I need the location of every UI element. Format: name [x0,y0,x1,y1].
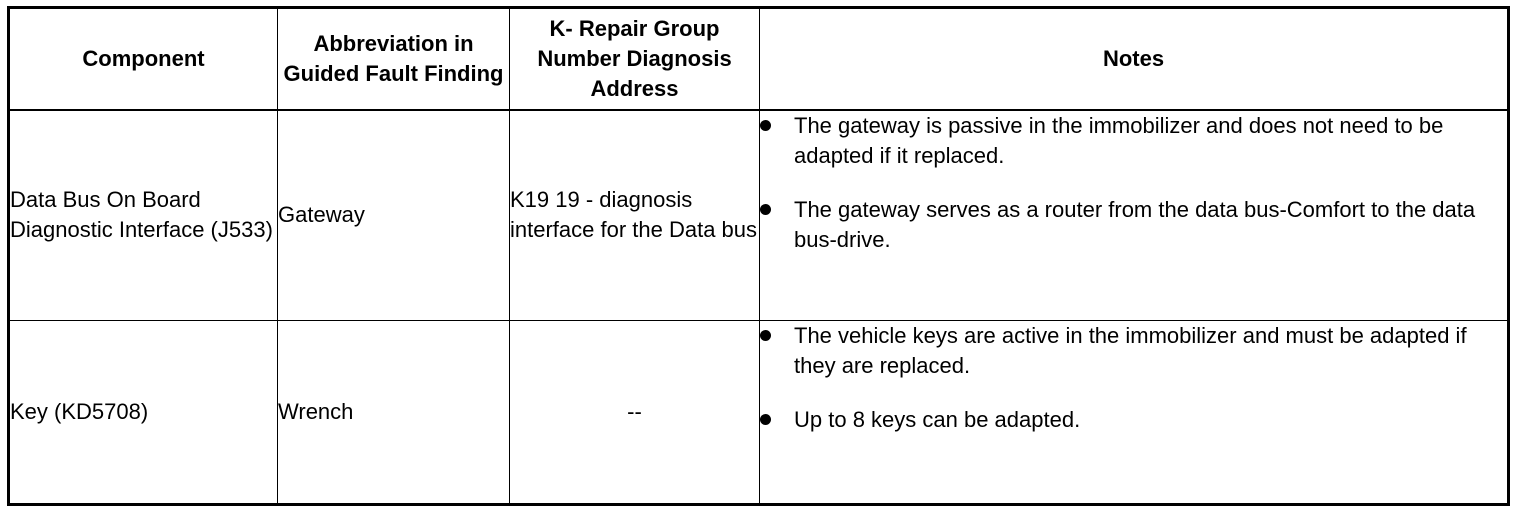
bullet-icon [760,203,771,215]
notes-list: The gateway is passive in the immobilize… [760,111,1507,255]
note-item: The vehicle keys are active in the immob… [760,321,1507,381]
cell-notes: The gateway is passive in the immobilize… [759,109,1509,321]
note-text: The gateway serves as a router from the … [794,196,1476,252]
note-item: The gateway is passive in the immobilize… [760,111,1507,171]
cell-repair-group: -- [509,320,760,505]
header-abbreviation: Abbreviation in Guided Fault Finding [277,7,510,111]
header-component: Component [8,7,278,111]
bullet-icon [760,119,771,131]
note-text: The gateway is passive in the immobilize… [794,112,1444,168]
notes-list: The vehicle keys are active in the immob… [760,321,1507,435]
cell-component: Key (KD5708) [8,320,278,505]
table-header-row: Component Abbreviation in Guided Fault F… [8,7,1509,111]
table-row: Data Bus On Board Diagnostic Interface (… [8,109,1509,321]
note-text: Up to 8 keys can be adapted. [794,407,1081,432]
cell-notes: The vehicle keys are active in the immob… [759,320,1509,505]
component-table: Component Abbreviation in Guided Fault F… [7,6,1510,506]
bullet-icon [760,414,771,425]
note-item: Up to 8 keys can be adapted. [760,405,1507,435]
header-notes: Notes [759,7,1509,111]
cell-component: Data Bus On Board Diagnostic Interface (… [8,109,278,321]
header-repair-group: K- Repair Group Number Diagnosis Address [509,7,760,111]
note-text: The vehicle keys are active in the immob… [794,323,1467,378]
table-row: Key (KD5708) Wrench -- The vehicle keys … [8,320,1509,505]
cell-repair-group: K19 19 - diagnosis interface for the Dat… [509,109,760,321]
note-item: The gateway serves as a router from the … [760,195,1507,255]
cell-abbreviation: Gateway [277,109,510,321]
bullet-icon [760,330,771,341]
cell-abbreviation: Wrench [277,320,510,505]
